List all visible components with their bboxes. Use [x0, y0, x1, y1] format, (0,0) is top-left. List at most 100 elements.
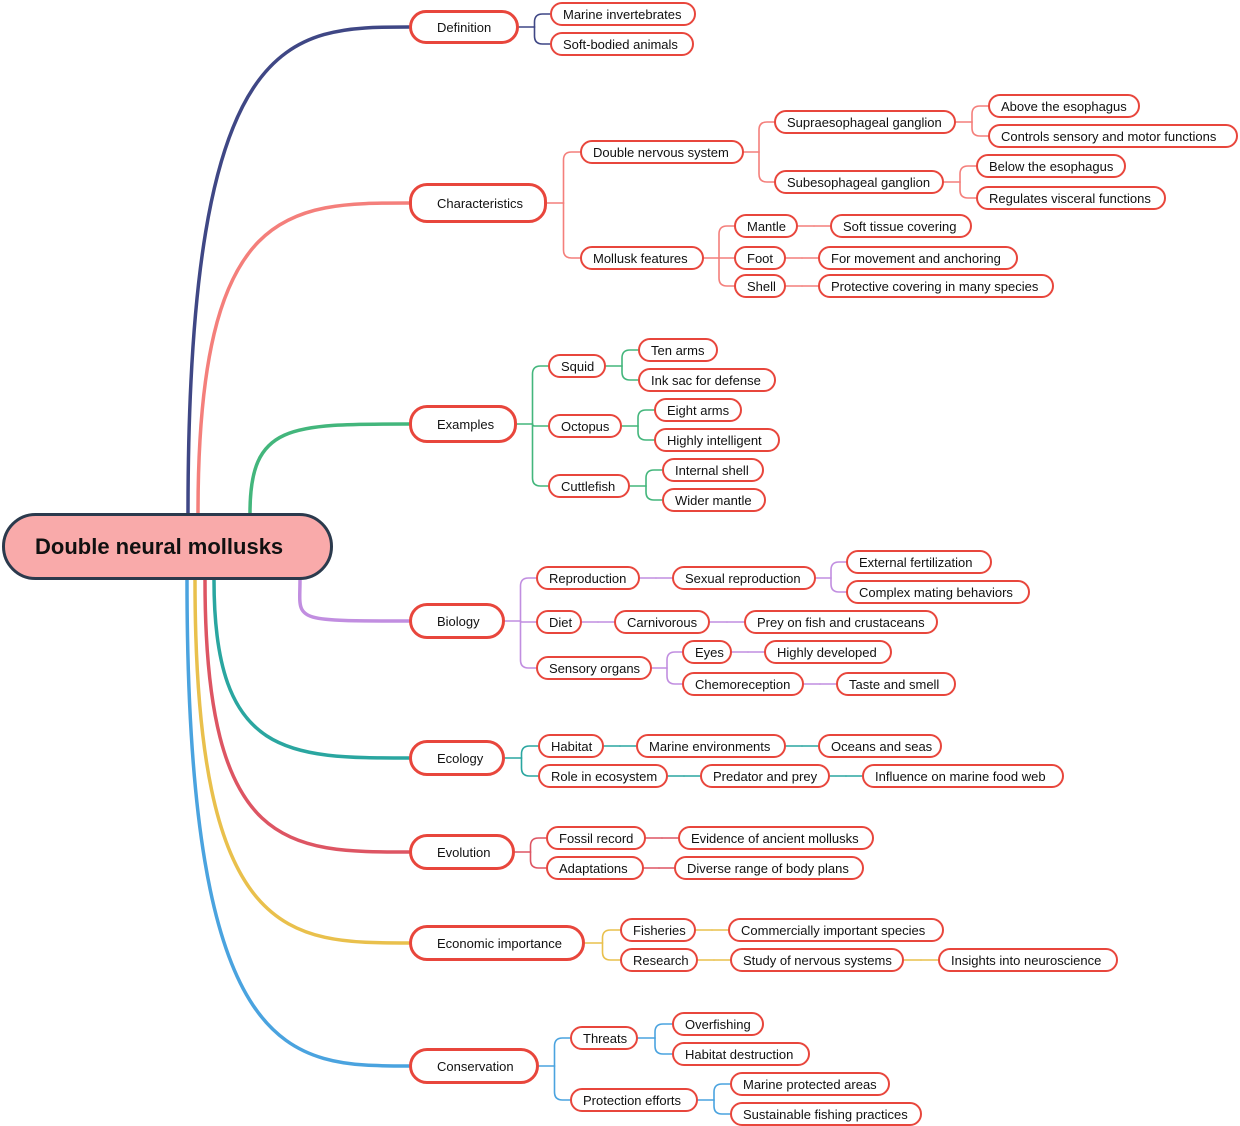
node-soft-tissue-covering[interactable]: Soft tissue covering — [830, 214, 972, 238]
node-label: Commercially important species — [741, 922, 926, 938]
connector-1-1-edge-0 — [718, 225, 735, 259]
node-label: Eight arms — [667, 402, 730, 418]
node-label: Marine protected areas — [743, 1076, 877, 1092]
connector-2-2-edge-1 — [645, 485, 663, 501]
node-mantle[interactable]: Mantle — [734, 214, 798, 238]
node-prey-on-fish-and-crustaceans[interactable]: Prey on fish and crustaceans — [744, 610, 938, 634]
connector-0-edge-1 — [533, 26, 551, 45]
node-research[interactable]: Research — [620, 948, 698, 972]
node-subesophageal-ganglion[interactable]: Subesophageal ganglion — [774, 170, 944, 194]
branch-conservation[interactable]: Conservation — [409, 1048, 539, 1084]
node-foot[interactable]: Foot — [734, 246, 786, 270]
node-influence-on-marine-food-web[interactable]: Influence on marine food web — [862, 764, 1064, 788]
node-octopus[interactable]: Octopus — [548, 414, 622, 438]
node-mollusk-features[interactable]: Mollusk features — [580, 246, 704, 270]
node-insights-into-neuroscience[interactable]: Insights into neuroscience — [938, 948, 1118, 972]
node-above-the-esophagus[interactable]: Above the esophagus — [988, 94, 1140, 118]
node-shell[interactable]: Shell — [734, 274, 786, 298]
node-label: Examples — [437, 416, 495, 432]
node-highly-developed[interactable]: Highly developed — [764, 640, 892, 664]
connector-3-2-edge-1 — [666, 667, 683, 685]
node-diverse-range-of-body-plans[interactable]: Diverse range of body plans — [674, 856, 864, 880]
node-squid[interactable]: Squid — [548, 354, 606, 378]
node-marine-environments[interactable]: Marine environments — [636, 734, 786, 758]
node-sensory-organs[interactable]: Sensory organs — [536, 656, 652, 680]
node-sexual-reproduction[interactable]: Sexual reproduction — [672, 566, 816, 590]
branch-economic-importance[interactable]: Economic importance — [409, 925, 585, 961]
node-label: Biology — [437, 613, 480, 629]
node-oceans-and-seas[interactable]: Oceans and seas — [818, 734, 942, 758]
node-fossil-record[interactable]: Fossil record — [546, 826, 646, 850]
node-highly-intelligent[interactable]: Highly intelligent — [654, 428, 780, 452]
node-wider-mantle[interactable]: Wider mantle — [662, 488, 766, 512]
node-regulates-visceral-functions[interactable]: Regulates visceral functions — [976, 186, 1166, 210]
node-label: Controls sensory and motor functions — [1001, 128, 1217, 144]
node-label: Reproduction — [549, 570, 627, 586]
node-adaptations[interactable]: Adaptations — [546, 856, 644, 880]
node-study-of-nervous-systems[interactable]: Study of nervous systems — [730, 948, 904, 972]
node-double-nervous-system[interactable]: Double nervous system — [580, 140, 744, 164]
node-label: Sensory organs — [549, 660, 641, 676]
node-label: Mantle — [747, 218, 787, 234]
connector-6-edge-0 — [601, 929, 621, 944]
node-marine-protected-areas[interactable]: Marine protected areas — [730, 1072, 890, 1096]
branch-evolution[interactable]: Evolution — [409, 834, 515, 870]
node-soft-bodied-animals[interactable]: Soft-bodied animals — [550, 32, 694, 56]
node-label: Predator and prey — [713, 768, 818, 784]
node-role-in-ecosystem[interactable]: Role in ecosystem — [538, 764, 668, 788]
node-habitat[interactable]: Habitat — [538, 734, 604, 758]
node-label: Protection efforts — [583, 1092, 682, 1108]
node-controls-sensory-and-motor-functions[interactable]: Controls sensory and motor functions — [988, 124, 1238, 148]
node-evidence-of-ancient-mollusks[interactable]: Evidence of ancient mollusks — [678, 826, 874, 850]
connector-1-0-1-edge-1 — [959, 181, 977, 199]
node-protective-covering-in-many-species[interactable]: Protective covering in many species — [818, 274, 1054, 298]
node-eight-arms[interactable]: Eight arms — [654, 398, 742, 422]
node-carnivorous[interactable]: Carnivorous — [614, 610, 710, 634]
node-diet[interactable]: Diet — [536, 610, 582, 634]
node-for-movement-and-anchoring[interactable]: For movement and anchoring — [818, 246, 1018, 270]
node-taste-and-smell[interactable]: Taste and smell — [836, 672, 956, 696]
node-threats[interactable]: Threats — [570, 1026, 638, 1050]
node-fisheries[interactable]: Fisheries — [620, 918, 696, 942]
node-marine-invertebrates[interactable]: Marine invertebrates — [550, 2, 696, 26]
node-overfishing[interactable]: Overfishing — [672, 1012, 764, 1036]
node-label: Chemoreception — [695, 676, 791, 692]
node-predator-and-prey[interactable]: Predator and prey — [700, 764, 830, 788]
node-ten-arms[interactable]: Ten arms — [638, 338, 718, 362]
node-reproduction[interactable]: Reproduction — [536, 566, 640, 590]
branch-ecology[interactable]: Ecology — [409, 740, 505, 776]
branch-biology[interactable]: Biology — [409, 603, 505, 639]
node-label: Soft-bodied animals — [563, 36, 678, 52]
node-habitat-destruction[interactable]: Habitat destruction — [672, 1042, 810, 1066]
branch-curve-biology — [297, 578, 411, 623]
node-ink-sac-for-defense[interactable]: Ink sac for defense — [638, 368, 776, 392]
node-supraesophageal-ganglion[interactable]: Supraesophageal ganglion — [774, 110, 956, 134]
connector-1-0-0-edge-0 — [971, 105, 989, 123]
connector-4-edge-0 — [520, 745, 539, 759]
connector-7-0-edge-0 — [654, 1023, 673, 1039]
branch-definition[interactable]: Definition — [409, 10, 519, 44]
node-label: Double nervous system — [593, 144, 729, 160]
node-label: Mollusk features — [593, 250, 688, 266]
branch-characteristics[interactable]: Characteristics — [409, 183, 547, 223]
connector-5-edge-0 — [529, 837, 547, 853]
node-protection-efforts[interactable]: Protection efforts — [570, 1088, 698, 1112]
node-eyes[interactable]: Eyes — [682, 640, 732, 664]
node-cuttlefish[interactable]: Cuttlefish — [548, 474, 630, 498]
node-external-fertilization[interactable]: External fertilization — [846, 550, 992, 574]
node-complex-mating-behaviors[interactable]: Complex mating behaviors — [846, 580, 1030, 604]
branch-examples[interactable]: Examples — [409, 405, 517, 443]
node-label: Influence on marine food web — [875, 768, 1046, 784]
node-label: Prey on fish and crustaceans — [757, 614, 925, 630]
node-below-the-esophagus[interactable]: Below the esophagus — [976, 154, 1126, 178]
connector-6-edge-1 — [601, 942, 621, 961]
node-chemoreception[interactable]: Chemoreception — [682, 672, 804, 696]
node-label: Below the esophagus — [989, 158, 1114, 174]
node-commercially-important-species[interactable]: Commercially important species — [728, 918, 944, 942]
root-node-double-neural-mollusks[interactable]: Double neural mollusks — [2, 513, 333, 580]
node-label: Double neural mollusks — [35, 533, 284, 559]
node-label: Squid — [561, 358, 595, 374]
node-internal-shell[interactable]: Internal shell — [662, 458, 764, 482]
node-sustainable-fishing-practices[interactable]: Sustainable fishing practices — [730, 1102, 922, 1126]
connector-5-edge-1 — [529, 851, 547, 869]
